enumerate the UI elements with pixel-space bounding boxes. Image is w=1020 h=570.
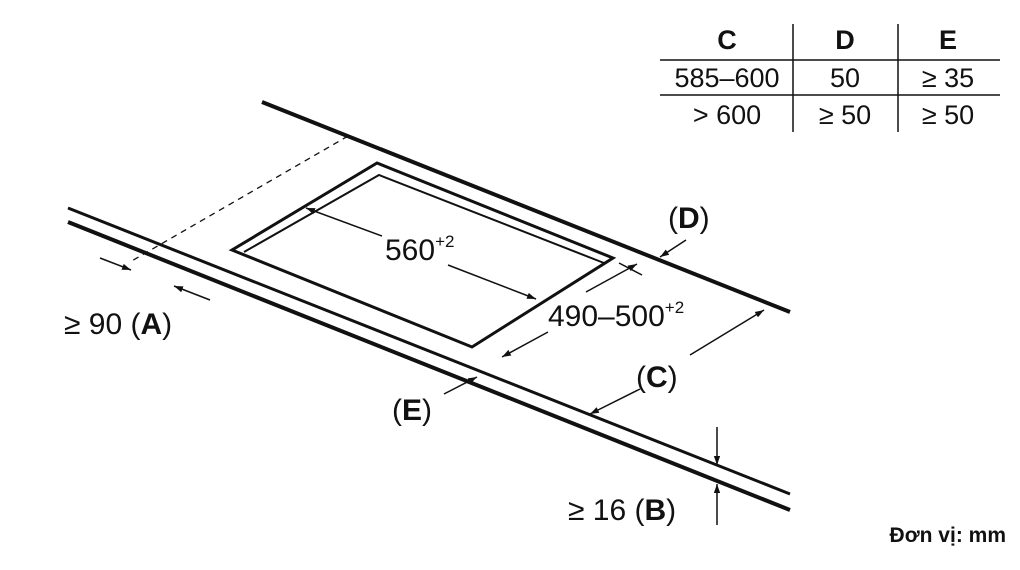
width-arrow-left bbox=[305, 207, 383, 237]
e-arrow bbox=[443, 376, 478, 395]
depth-arrow-top bbox=[585, 263, 638, 293]
countertop-side-dashed bbox=[129, 135, 349, 263]
countertop bbox=[67, 100, 791, 512]
clearance-table: C D E 585–600 50 ≥ 35 > 600 ≥ 50 ≥ 50 bbox=[660, 24, 1000, 132]
width-arrow-right bbox=[447, 264, 537, 300]
table-header-d: D bbox=[835, 25, 855, 55]
b-label: ≥ 16 (B) bbox=[568, 494, 676, 527]
depth-label: 490–500+2 bbox=[548, 298, 684, 333]
d-label: (D) bbox=[668, 202, 710, 235]
a-label: ≥ 90 (A) bbox=[64, 308, 172, 341]
depth-arrow-bottom bbox=[501, 331, 549, 358]
d-arrow bbox=[659, 239, 687, 258]
a-arrow-right bbox=[173, 285, 211, 301]
table-cell: ≥ 35 bbox=[922, 63, 974, 93]
table-header-e: E bbox=[939, 25, 957, 55]
table-cell: 585–600 bbox=[674, 63, 779, 93]
table-header-c: C bbox=[717, 25, 737, 55]
dimension-lines bbox=[99, 207, 765, 525]
a-arrow-left bbox=[99, 257, 132, 271]
unit-note: Đơn vị: mm bbox=[889, 524, 1006, 547]
cutout-outer bbox=[228, 161, 617, 349]
width-label: 560+2 bbox=[385, 232, 454, 267]
countertop-front-edge-top bbox=[67, 206, 791, 496]
table-cell: 50 bbox=[830, 63, 860, 93]
c-label: (C) bbox=[636, 361, 678, 394]
cutout bbox=[228, 161, 617, 349]
table-cell: > 600 bbox=[693, 100, 761, 130]
cutout-inner-edge bbox=[243, 173, 605, 264]
countertop-front-edge-bottom bbox=[67, 220, 791, 512]
e-label: (E) bbox=[392, 394, 432, 427]
table-cell: ≥ 50 bbox=[922, 100, 974, 130]
table-cell: ≥ 50 bbox=[819, 100, 871, 130]
depth-ext-line bbox=[618, 262, 643, 276]
countertop-back-edge bbox=[261, 100, 791, 314]
c-arrow-bottom bbox=[589, 388, 641, 415]
c-arrow-top bbox=[689, 309, 765, 356]
